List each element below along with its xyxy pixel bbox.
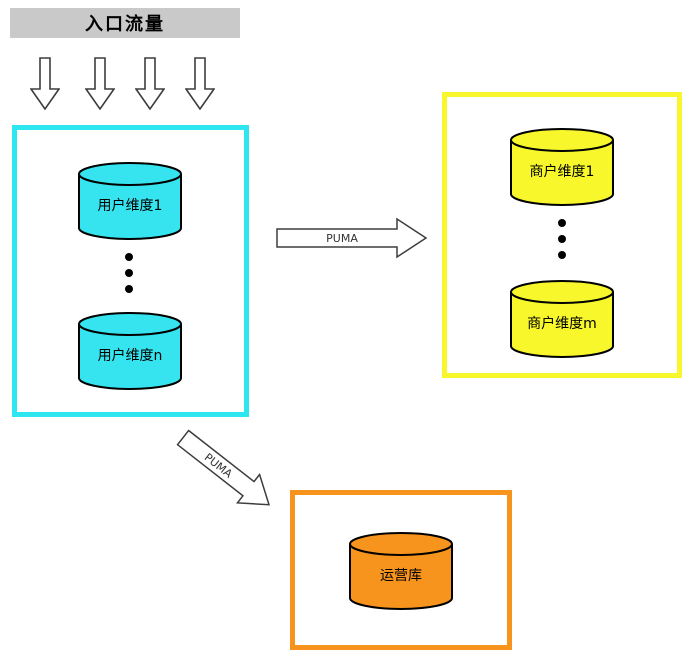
user-cylinder-1: 用户维度1 [78, 162, 182, 240]
dot-icon [558, 219, 566, 227]
down-arrow-icon-3 [135, 57, 165, 110]
puma-arrow-horizontal-label: PUMA [326, 232, 358, 245]
user-vertical-ellipsis-dots [125, 253, 133, 293]
merchant-cylinder-m-label: 商户维度m [527, 315, 597, 332]
puma-arrow-horizontal: PUMA [276, 217, 428, 259]
user-cylinder-n: 用户维度n [78, 312, 182, 390]
puma-arrow-diagonal: PUMA [176, 429, 271, 506]
down-arrow-icon-2 [85, 57, 115, 110]
dot-icon [125, 253, 133, 261]
merchant-dimensions-box [442, 92, 682, 378]
merchant-cylinder-1: 商户维度1 [510, 128, 614, 206]
merchant-vertical-ellipsis-dots [558, 219, 566, 259]
dot-icon [125, 269, 133, 277]
dot-icon [558, 251, 566, 259]
entry-traffic-banner: 入口流量 [10, 8, 240, 38]
dot-icon [125, 285, 133, 293]
dot-icon [558, 235, 566, 243]
merchant-cylinder-1-label: 商户维度1 [530, 163, 595, 180]
merchant-cylinder-m: 商户维度m [510, 280, 614, 358]
user-cylinder-1-label: 用户维度1 [98, 197, 163, 214]
user-cylinder-n-label: 用户维度n [98, 347, 163, 364]
operations-box [290, 490, 512, 650]
down-arrow-icon-4 [185, 57, 215, 110]
user-dimensions-box [12, 125, 249, 417]
ops-cylinder: 运营库 [349, 532, 453, 610]
ops-cylinder-label: 运营库 [380, 568, 422, 584]
down-arrow-icon-1 [30, 57, 60, 110]
